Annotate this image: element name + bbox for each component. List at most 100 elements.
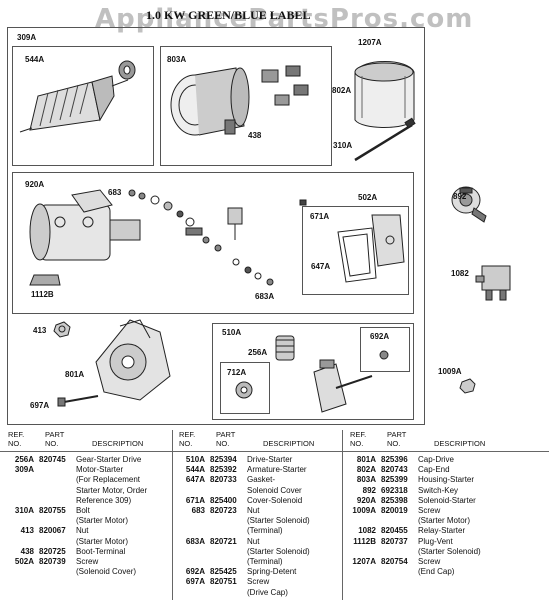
part-description: (Starter Solenoid) xyxy=(418,546,481,556)
part-ref: 803A xyxy=(356,475,376,485)
part-description: (Starter Solenoid) xyxy=(247,546,310,556)
part-number: 692318 xyxy=(381,485,408,495)
part-ref: 1009A xyxy=(352,506,376,515)
box-712A xyxy=(220,362,270,414)
part-description: Drive-Starter xyxy=(247,455,293,464)
part-description: Motor-Starter xyxy=(76,465,124,475)
part-description: Solenoid Cover xyxy=(247,485,302,495)
table-header-rule xyxy=(0,451,549,452)
part-description: Screw xyxy=(418,506,441,515)
callout-438: 438 xyxy=(248,131,262,140)
callout-647A: 647A xyxy=(311,262,331,271)
header-description: DESCRIPTION xyxy=(434,439,486,448)
header-description: DESCRIPTION xyxy=(263,439,315,448)
part-ref: 920A xyxy=(356,495,376,505)
part-ref: 671A xyxy=(185,495,205,505)
part-ref: 1207A xyxy=(352,557,376,566)
box-920A xyxy=(12,172,414,314)
part-description: Spring-Detent xyxy=(247,567,297,577)
part-description: Switch-Key xyxy=(418,485,459,495)
part-description: Screw xyxy=(247,577,270,587)
part-ref: 413 xyxy=(20,526,34,536)
part-ref: 692A xyxy=(185,567,205,577)
part-description: Boot-Terminal xyxy=(76,546,126,556)
header-ref: REF. xyxy=(350,430,367,439)
callout-1207A: 1207A xyxy=(358,38,382,47)
callout-692A: 692A xyxy=(370,332,390,341)
callout-413: 413 xyxy=(33,326,47,335)
part-number: 820067 xyxy=(39,526,66,536)
bolt-icon xyxy=(354,117,416,162)
part-ref: 438 xyxy=(20,546,34,556)
part-description: Cap-Drive xyxy=(418,455,455,464)
part-ref: 1112B xyxy=(353,536,376,546)
callout-1082: 1082 xyxy=(451,269,469,278)
callout-544A: 544A xyxy=(25,55,45,64)
callout-1112B: 1112B xyxy=(31,290,54,299)
callout-310A: 310A xyxy=(333,141,353,150)
part-number: 820725 xyxy=(39,546,66,556)
header-part: NO. xyxy=(387,439,401,448)
part-ref: 892 xyxy=(362,485,376,495)
housing-icon xyxy=(170,65,309,136)
header-part: PART xyxy=(387,430,407,439)
part-description: (For Replacement xyxy=(76,475,141,485)
part-ref: 1082 xyxy=(358,526,376,536)
box-671A-647A xyxy=(302,206,409,295)
part-number: 825392 xyxy=(210,465,237,475)
part-number: 825394 xyxy=(210,455,237,464)
part-description: (Solenoid Cover) xyxy=(76,567,137,577)
part-ref: 510A xyxy=(185,455,205,464)
column-divider-2 xyxy=(342,430,343,600)
header-ref: REF. xyxy=(179,430,196,439)
box-510A xyxy=(212,323,414,420)
part-number: 820737 xyxy=(381,536,408,546)
part-number: 820723 xyxy=(210,506,237,515)
callout-683A: 683A xyxy=(255,292,275,301)
callout-712A: 712A xyxy=(227,368,247,377)
part-ref: 683 xyxy=(191,506,205,515)
part-description: Bolt xyxy=(76,506,90,515)
column-divider-1 xyxy=(172,430,173,600)
part-number: 820455 xyxy=(381,526,408,536)
header-part: NO. xyxy=(45,439,59,448)
part-ref: 310A xyxy=(14,506,34,515)
header-part: NO. xyxy=(216,439,230,448)
part-ref: 801A xyxy=(356,455,376,464)
part-number: 820751 xyxy=(210,577,237,587)
part-description: Gear-Starter Drive xyxy=(76,455,142,464)
armature-icon xyxy=(19,60,136,133)
header-ref: NO. xyxy=(179,439,193,448)
part-description: Nut xyxy=(247,536,260,546)
header-description: DESCRIPTION xyxy=(92,439,144,448)
header-part: PART xyxy=(45,430,65,439)
header-part: PART xyxy=(216,430,236,439)
nut-icon xyxy=(53,321,71,338)
screw-icon xyxy=(57,395,99,407)
part-ref: 544A xyxy=(185,465,205,475)
part-ref: 683A xyxy=(185,536,205,546)
part-description: (Starter Motor) xyxy=(76,536,129,546)
end-cap-icon xyxy=(354,61,415,128)
box-692A xyxy=(360,327,410,372)
part-number: 825425 xyxy=(210,567,237,577)
solenoid-icon xyxy=(29,189,141,286)
part-ref: 256A xyxy=(14,455,34,464)
part-ref: 502A xyxy=(14,557,34,566)
starter-drive-icon xyxy=(235,335,389,413)
part-number: 820745 xyxy=(39,455,66,464)
part-number: 820755 xyxy=(39,506,66,515)
part-description: (Drive Cap) xyxy=(247,587,288,597)
part-description: Cover-Solenoid xyxy=(247,495,303,505)
header-ref: NO. xyxy=(8,439,22,448)
callout-309A: 309A xyxy=(17,33,37,42)
header-ref: REF. xyxy=(8,430,25,439)
part-ref: 309A xyxy=(14,465,34,475)
part-number: 825400 xyxy=(210,495,237,505)
part-number: 825396 xyxy=(381,455,408,464)
key-switch-icon xyxy=(451,186,487,223)
part-description: Starter Motor, Order xyxy=(76,485,148,495)
callout-892: 892 xyxy=(453,192,467,201)
part-ref: 647A xyxy=(185,475,205,485)
box-544A xyxy=(12,46,154,166)
